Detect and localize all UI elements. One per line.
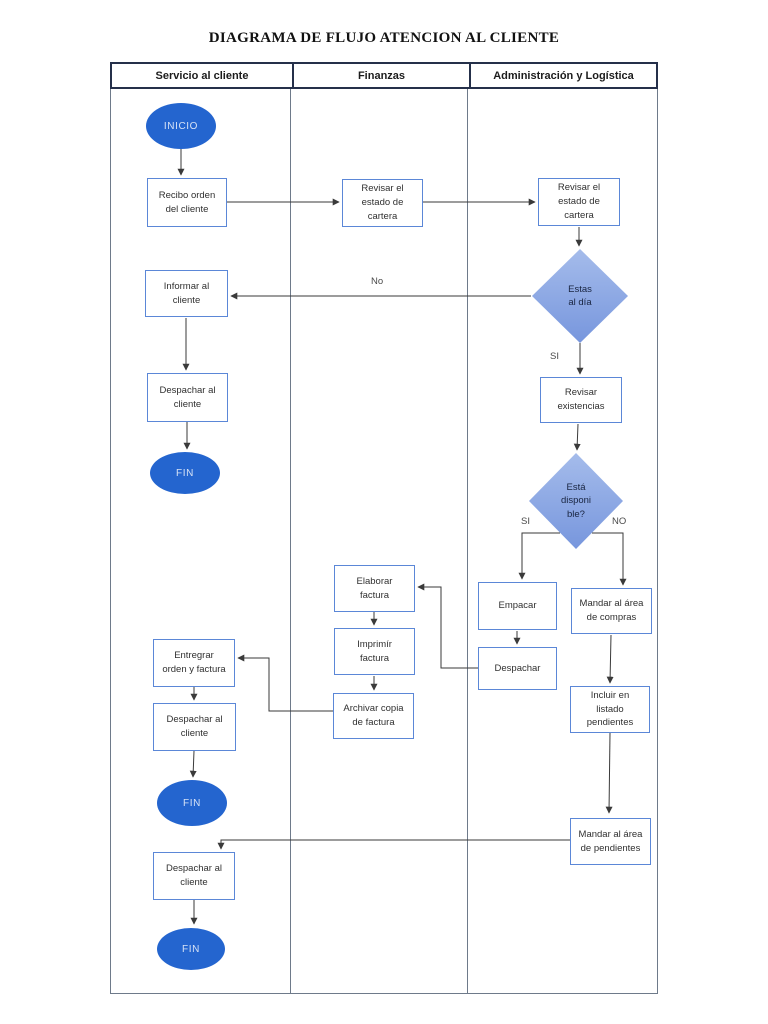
lane-header-servicio: Servicio al cliente	[155, 69, 249, 82]
lane-header-row: Servicio al cliente Finanzas Administrac…	[110, 62, 658, 89]
edge-label-no-2: NO	[612, 516, 627, 527]
edge-label-no: No	[371, 276, 384, 287]
node-revisar-cartera-admin: Revisar el estado de cartera	[538, 178, 620, 226]
page-title: DIAGRAMA DE FLUJO ATENCION AL CLIENTE	[208, 30, 560, 46]
edge-label-si-1: SI	[550, 351, 559, 362]
node-mandar-area-pendientes: Mandar al área de pendientes	[570, 818, 651, 865]
node-despachar-cliente-1: Despachar al cliente	[147, 373, 228, 422]
node-elaborar-factura: Elaborar factura	[334, 565, 415, 612]
lane-header-administracion: Administración y Logística	[469, 64, 656, 87]
node-recibo-orden: Recibo orden del cliente	[147, 178, 227, 227]
node-fin-3: FIN	[157, 928, 225, 970]
node-empacar: Empacar	[478, 582, 557, 630]
node-revisar-existencias: Revisar existencias	[540, 377, 622, 423]
lane-divider-2	[467, 62, 468, 994]
lane-header-finanzas: Finanzas	[292, 64, 469, 87]
node-imprimir-factura: Imprimír factura	[334, 628, 415, 675]
node-fin-2: FIN	[157, 780, 227, 826]
node-archivar-copia: Archivar copia de factura	[333, 693, 414, 739]
node-incluir-listado: Incluir en listado pendientes	[570, 686, 650, 733]
node-informar-cliente: Informar al cliente	[145, 270, 228, 317]
node-entregrar-orden: Entregrar orden y factura	[153, 639, 235, 687]
node-despachar-cliente-2: Despachar al cliente	[153, 703, 236, 751]
node-revisar-cartera-finanzas: Revisar el estado de cartera	[342, 179, 423, 227]
node-inicio: INICIO	[146, 103, 216, 149]
node-despachar-cliente-3: Despachar al cliente	[153, 852, 235, 900]
lane-divider-1	[290, 62, 291, 994]
node-mandar-area-compras: Mandar al área de compras	[571, 588, 652, 634]
node-fin-1: FIN	[150, 452, 220, 494]
node-despachar: Despachar	[478, 647, 557, 690]
edge-label-si-2: SI	[521, 516, 530, 527]
